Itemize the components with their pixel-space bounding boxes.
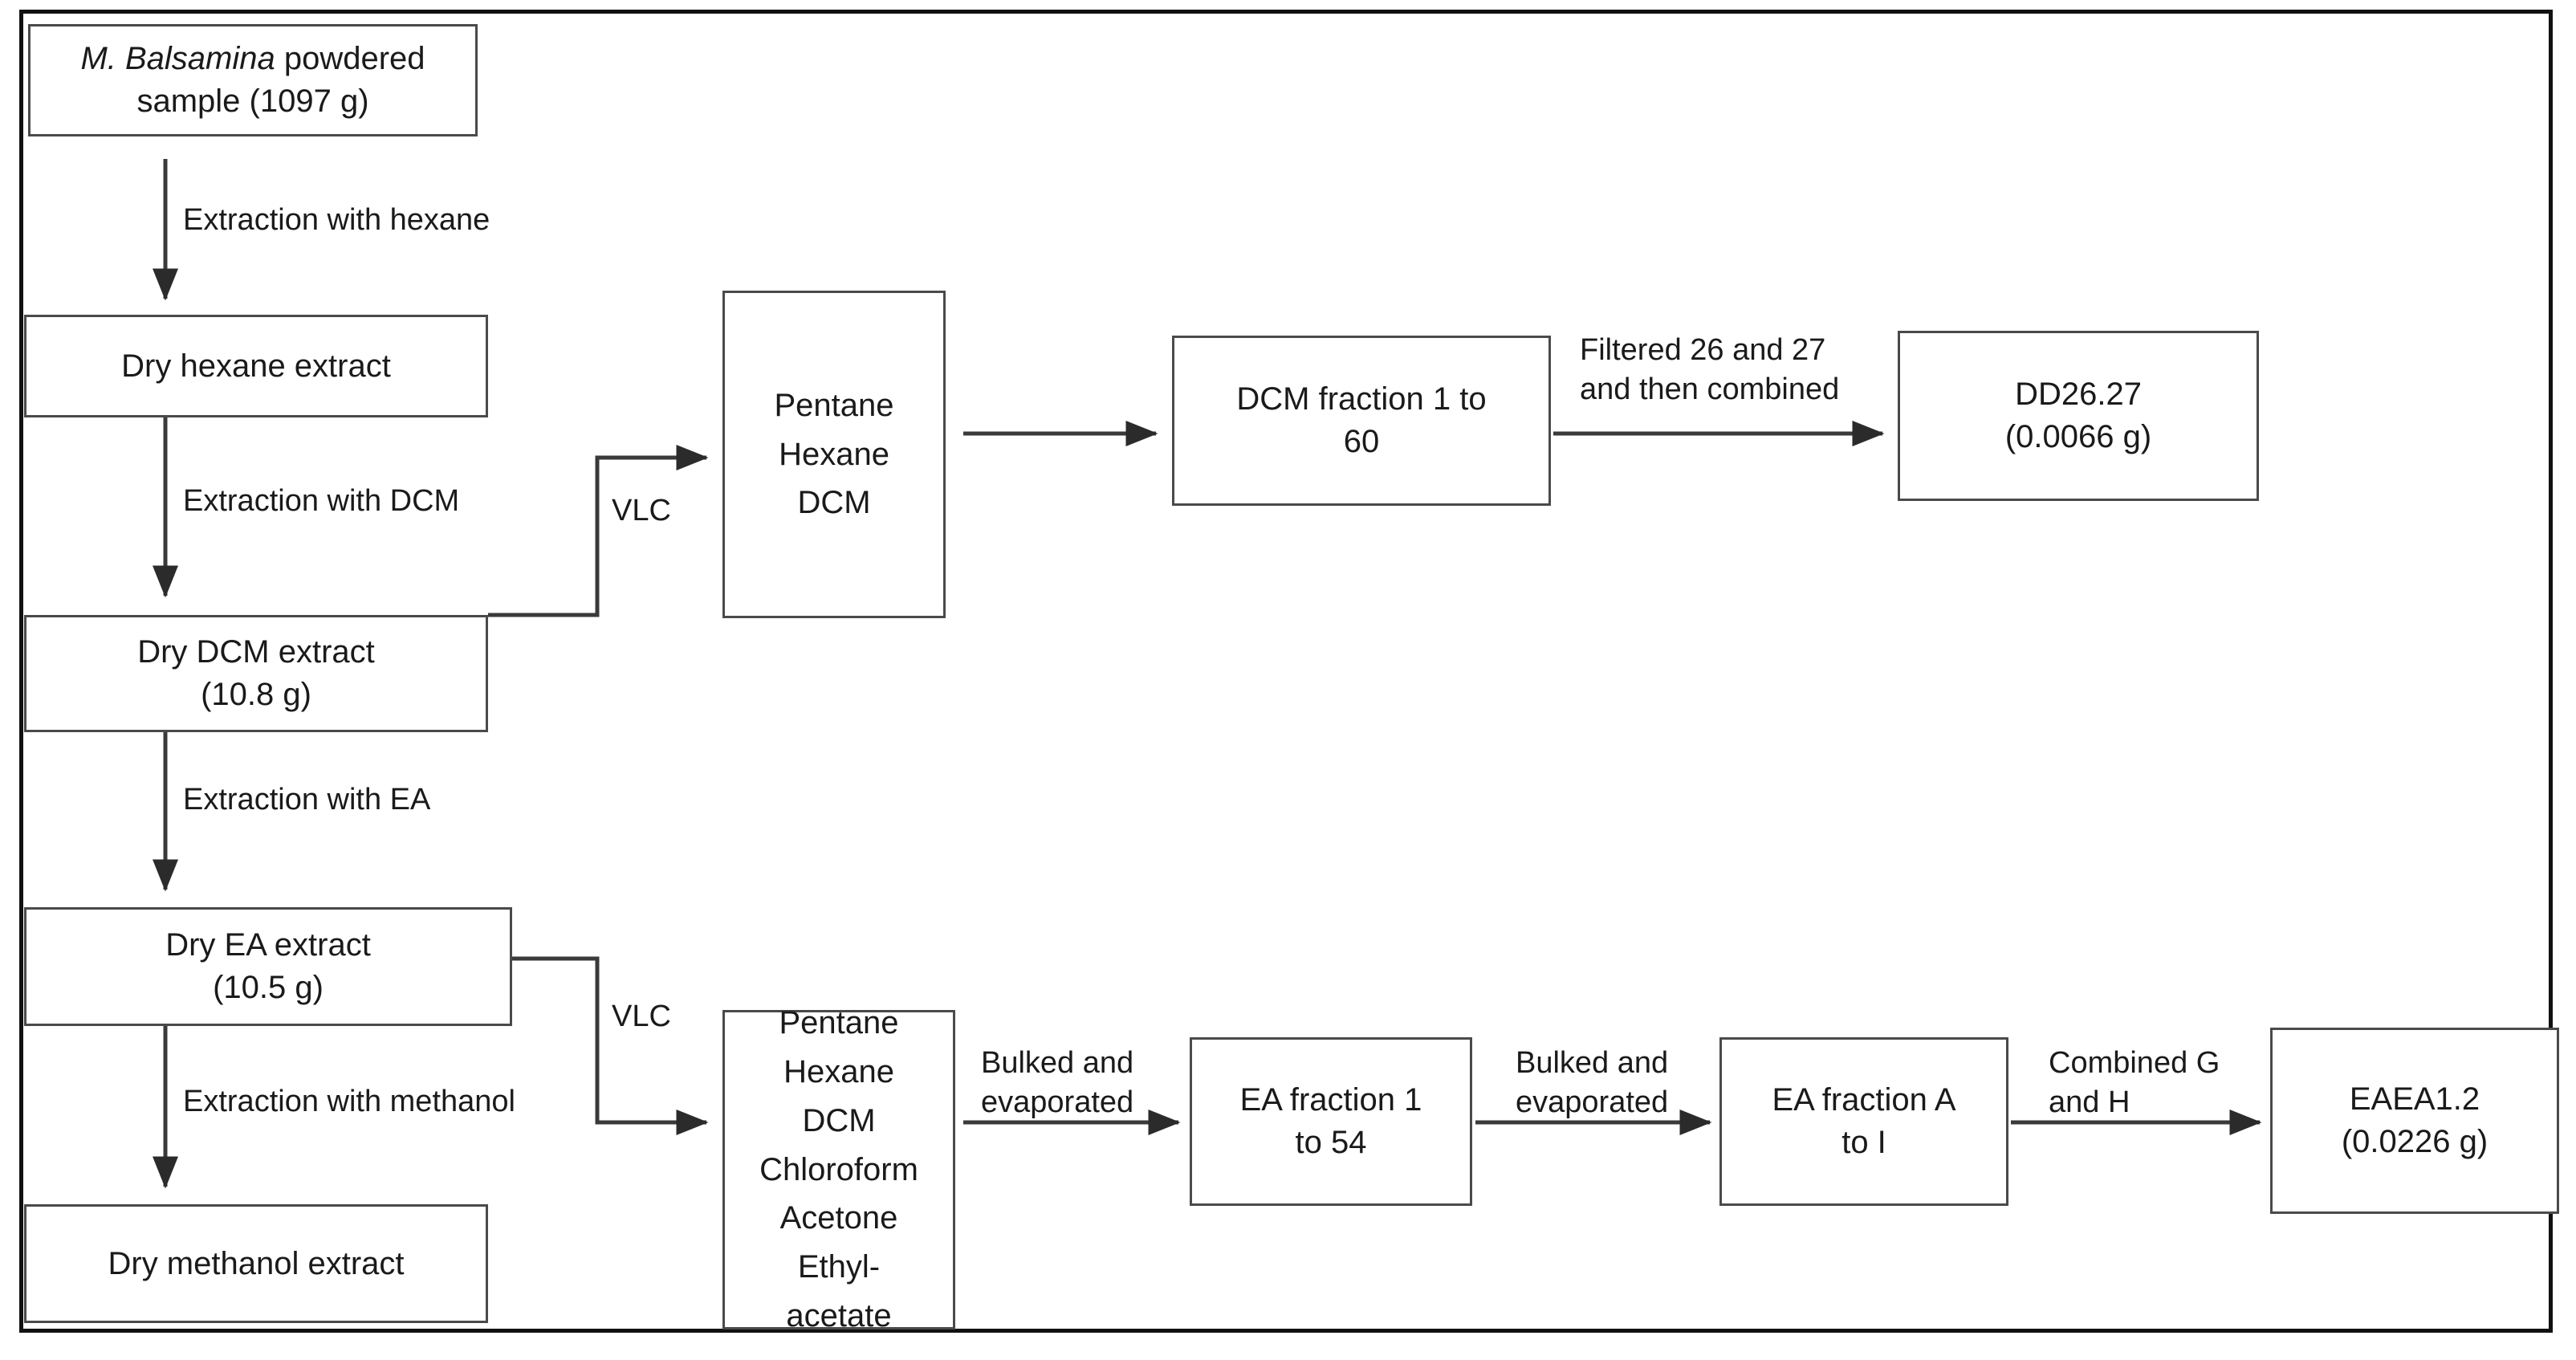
node-dcm-fraction-text: DCM fraction 1 to 60 (1181, 378, 1542, 463)
node-ea-fraction-numbers-line1: EA fraction 1 (1239, 1082, 1422, 1118)
vlc-bottom-solvent-list: Pentane Hexane DCM Chloroform Acetone Et… (731, 999, 946, 1341)
node-vlc-solvents-bottom[interactable]: Pentane Hexane DCM Chloroform Acetone Et… (722, 1005, 955, 1334)
vlc-bottom-solvent-6: acetate (786, 1298, 892, 1334)
edge-label-extraction-dcm: Extraction with DCM (183, 484, 460, 518)
edge-label-extraction-ea: Extraction with EA (183, 783, 431, 816)
node-sample-text: M. Balsamina powdered sample (1097 g) (37, 38, 469, 123)
edge-label-extraction-methanol: Extraction with methanol (183, 1085, 515, 1118)
node-sample[interactable]: M. Balsamina powdered sample (1097 g) (28, 24, 478, 136)
node-ea-fraction-numbers-line2: to 54 (1295, 1125, 1367, 1160)
node-eaea12[interactable]: EAEA1.2 (0.0226 g) (2270, 1028, 2559, 1214)
vlc-top-solvent-list: Pentane Hexane DCM (731, 381, 937, 527)
edge-label-vlc-bottom: VLC (612, 1000, 671, 1033)
node-dd2627-line2: (0.0066 g) (2004, 419, 2152, 454)
edge-label-vlc-top: VLC (612, 494, 671, 527)
edge-label-bulked-evaporated-1: Bulked and evaporated (981, 1046, 1134, 1119)
node-ea-fraction-letters-line1: EA fraction A (1772, 1082, 1956, 1118)
node-dry-dcm-extract-line1: Dry DCM extract (137, 634, 375, 670)
node-dry-dcm-extract-text: Dry DCM extract (10.8 g) (33, 631, 479, 716)
node-dcm-fraction-line2: 60 (1343, 424, 1380, 459)
node-dry-ea-extract-line1: Dry EA extract (165, 927, 371, 963)
node-dd2627-text: DD26.27 (0.0066 g) (1907, 373, 2250, 458)
node-eaea12-text: EAEA1.2 (0.0226 g) (2279, 1078, 2550, 1163)
node-sample-line1-rest: powdered (275, 41, 425, 77)
node-dry-ea-extract-line2: (10.5 g) (213, 970, 324, 1005)
vlc-bottom-solvent-0: Pentane (779, 1005, 899, 1041)
node-dry-hexane-extract[interactable]: Dry hexane extract (24, 315, 488, 417)
vlc-bottom-solvent-3: Chloroform (759, 1151, 918, 1187)
node-eaea12-line2: (0.0226 g) (2341, 1124, 2489, 1159)
edge-label-extraction-hexane: Extraction with hexane (183, 203, 490, 237)
node-dry-methanol-extract-label: Dry methanol extract (108, 1245, 405, 1281)
node-dry-ea-extract[interactable]: Dry EA extract (10.5 g) (24, 907, 512, 1026)
node-ea-fraction-letters-text: EA fraction A to I (1728, 1079, 2000, 1164)
vlc-top-solvent-2: DCM (797, 485, 871, 521)
node-sample-species: M. Balsamina (80, 41, 275, 77)
vlc-top-solvent-0: Pentane (774, 387, 894, 423)
node-dcm-fraction[interactable]: DCM fraction 1 to 60 (1172, 336, 1551, 506)
node-dry-dcm-extract[interactable]: Dry DCM extract (10.8 g) (24, 615, 488, 732)
edge-label-bulked-evaporated-2: Bulked and evaporated (1516, 1046, 1669, 1119)
node-ea-fraction-letters-line2: to I (1841, 1125, 1886, 1160)
node-ea-fraction-letters[interactable]: EA fraction A to I (1719, 1037, 2008, 1206)
node-ea-fraction-numbers[interactable]: EA fraction 1 to 54 (1190, 1037, 1472, 1206)
vlc-bottom-solvent-1: Hexane (783, 1054, 894, 1090)
node-dry-methanol-extract[interactable]: Dry methanol extract (24, 1204, 488, 1323)
vlc-top-solvent-1: Hexane (779, 436, 889, 472)
node-dry-ea-extract-text: Dry EA extract (10.5 g) (33, 924, 503, 1009)
node-ea-fraction-numbers-text: EA fraction 1 to 54 (1198, 1079, 1463, 1164)
vlc-bottom-solvent-5: Ethyl- (797, 1249, 881, 1285)
node-eaea12-line1: EAEA1.2 (2349, 1081, 2480, 1118)
node-sample-line2: sample (1097 g) (136, 83, 369, 119)
vlc-bottom-solvent-2: DCM (802, 1102, 876, 1138)
node-dcm-fraction-line1: DCM fraction 1 to (1236, 381, 1487, 417)
node-dd2627[interactable]: DD26.27 (0.0066 g) (1898, 331, 2259, 501)
node-dry-dcm-extract-line2: (10.8 g) (201, 677, 311, 712)
edge-label-filtered-combined: Filtered 26 and 27 and then combined (1580, 333, 1840, 406)
node-dd2627-line1: DD26.27 (2015, 377, 2142, 413)
vlc-bottom-solvent-4: Acetone (779, 1200, 898, 1236)
node-dry-hexane-extract-label: Dry hexane extract (121, 348, 391, 384)
edge-label-combined-g-and-h: Combined G and H (2049, 1046, 2220, 1119)
node-vlc-solvents-top[interactable]: Pentane Hexane DCM (722, 291, 946, 618)
